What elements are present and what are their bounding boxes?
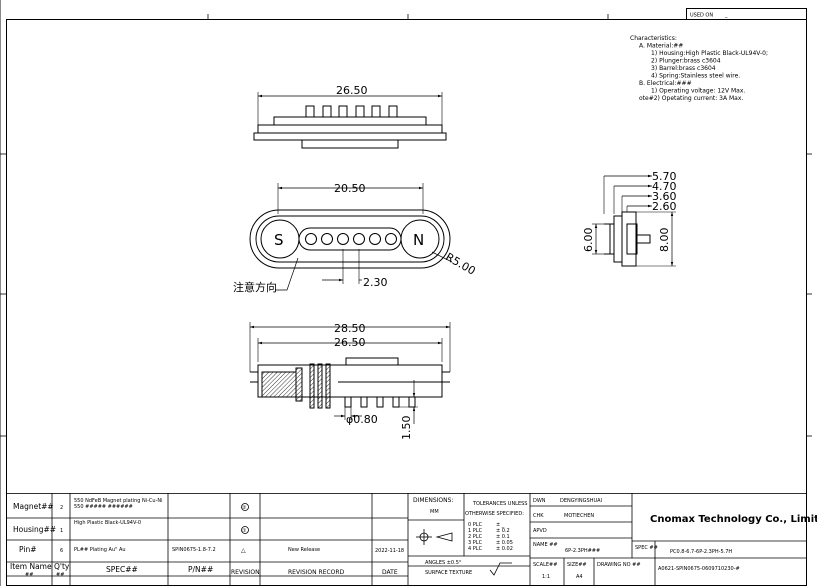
tolerances-title: TOLERANCES UNLESS xyxy=(472,501,527,507)
drawn-label: DWN xyxy=(533,498,546,504)
size-label: SIZE## xyxy=(567,562,587,568)
dimension-pin-height: 1.50 xyxy=(400,416,413,441)
header-pn: P/N## xyxy=(188,565,213,574)
dimension-side-w1: 5.70 xyxy=(652,170,677,183)
surface-texture-label: SURFACE TEXTURE xyxy=(425,570,472,576)
dimension-side-height-left: 6.00 xyxy=(582,228,595,253)
checked-value: MOTIECHEN xyxy=(564,513,594,519)
tolerance-val: ± 0.2 xyxy=(496,528,510,534)
header-qty: Q'ty xyxy=(54,562,70,571)
bom-spec: PL## Plating Au" Au xyxy=(74,547,126,553)
header-revision: REVISION xyxy=(231,569,260,576)
header-qty-sub: ## xyxy=(56,572,64,578)
tolerance-plc: 2 PLC xyxy=(468,534,483,540)
characteristics-line: 4) Spring:Stainless steel wire. xyxy=(651,73,740,80)
approved-label: APVD xyxy=(533,528,547,534)
drawing-no-value: A0621-SPIN0675-0609710230-# xyxy=(658,566,740,572)
tolerance-val: ± 0.02 xyxy=(496,546,513,552)
bom-qty: 1 xyxy=(60,528,63,534)
scale-label: SCALE## xyxy=(533,562,557,568)
characteristics-line: 3) Barrel:brass c3604 xyxy=(651,65,716,72)
characteristics-line: 1) Housing:High Plastic Black-UL94V-0; xyxy=(651,50,768,57)
characteristics-line: 2) Plunger:brass c3604 xyxy=(651,58,721,65)
tolerance-val: ± 0.05 xyxy=(496,540,513,546)
bom-spec: High Plastic Black-UL94V-0 xyxy=(74,520,141,526)
bom-item-name: Housing## xyxy=(13,525,56,534)
characteristics-line: B. Electrical:### xyxy=(639,80,692,87)
used-on-box: USED ON _ xyxy=(686,8,807,20)
dimension-bottom-inner: 26.50 xyxy=(334,336,366,349)
header-revision-record: REVISION RECORD xyxy=(288,569,345,576)
angles-label: ANGLES ±0.5° xyxy=(425,560,462,566)
size-value: A4 xyxy=(576,574,583,580)
tolerance-plc: 0 PLC xyxy=(468,522,483,528)
characteristics-line: ote#2) Opetating current: 3A Max. xyxy=(639,95,743,102)
tolerance-val: ± _ xyxy=(496,522,505,528)
drawing-no-label: DRAWING NO ## xyxy=(597,562,641,568)
orientation-note: 注意方向 xyxy=(233,280,277,294)
dimension-pin-diameter: φ0.80 xyxy=(346,413,378,426)
bom-part-number: SPIN0675-1.8-7.2 xyxy=(172,547,216,553)
scale-value: 1:1 xyxy=(542,574,550,580)
dimension-top-width: 26.50 xyxy=(336,84,368,97)
used-on-value: _ xyxy=(724,13,728,19)
header-item-name: Item Name xyxy=(10,562,52,571)
name-label: NAME ## xyxy=(533,542,558,548)
characteristics-notes: Characteristics: A. Material:## 1) Housi… xyxy=(630,35,768,102)
bom-item-name: Pin# xyxy=(19,545,36,554)
name-value: 6P-2.3PH### xyxy=(565,548,600,554)
bom-item-name: Magnet## xyxy=(13,502,54,511)
bom-revision: △ xyxy=(241,547,246,554)
dimension-side-w4: 2.60 xyxy=(652,200,677,213)
dimension-end-radius: R5.00 xyxy=(443,250,477,277)
dimension-side-w3: 3.60 xyxy=(652,190,677,203)
header-spec: SPEC## xyxy=(106,565,138,574)
bom-record: New Release xyxy=(288,547,320,553)
spec-label: SPEC ## xyxy=(635,545,658,551)
characteristics-heading: Characteristics: xyxy=(630,35,677,42)
bom-revision: ② xyxy=(242,505,247,511)
top-view xyxy=(253,92,447,149)
tolerances-sub: OTHERWISE SPECIFIED: xyxy=(465,511,524,517)
frame-ticks xyxy=(0,14,812,437)
bom-qty: 6 xyxy=(60,548,63,554)
front-view xyxy=(249,183,453,291)
tolerance-plc: 4 PLC xyxy=(468,546,483,552)
section-view xyxy=(249,322,451,424)
drawn-value: DENGYINGSHUAI xyxy=(560,498,602,504)
bom-qty: 2 xyxy=(60,505,63,511)
header-date: DATE xyxy=(382,569,398,576)
dimension-pin-pitch: 2.30 xyxy=(363,276,388,289)
spec-value: PC0.8-6.7-6P-2.3PH-5.7H xyxy=(670,549,732,555)
side-view xyxy=(592,174,676,267)
used-on-label: USED ON xyxy=(690,13,713,19)
dimension-front-width: 20.50 xyxy=(334,182,366,195)
bom-revision: ① xyxy=(242,528,247,534)
tolerance-val: ± 0.1 xyxy=(496,534,510,540)
company-name: Cnomax Technology Co., Limited xyxy=(650,514,817,525)
magnet-north-label: N xyxy=(413,231,424,249)
dimension-side-height-right: 8.00 xyxy=(658,228,671,253)
header-item-name-sub: ## xyxy=(25,572,33,578)
characteristics-line: A. Material:## xyxy=(639,43,683,50)
checked-label: CHK xyxy=(533,513,544,519)
dimension-bottom-outer: 28.50 xyxy=(334,322,366,335)
dimension-side-w2: 4.70 xyxy=(652,180,677,193)
dimensions-label: DIMENSIONS: xyxy=(413,497,453,504)
tolerance-block: DIMENSIONS: MM TOLERANCES UNLESS OTHERWI… xyxy=(413,497,527,576)
bom-spec: 550 ##### ###### xyxy=(74,504,133,510)
characteristics-line: 1) Operating voltage: 12V Max. xyxy=(651,88,745,95)
bom-spec: 550 NdFeB Magnet plating Ni-Cu-Ni xyxy=(74,498,163,504)
approval-block: DWN DENGYINGSHUAI CHK MOTIECHEN APVD NAM… xyxy=(533,498,817,580)
tolerance-plc: 1 PLC xyxy=(468,528,483,534)
bom-date: 2022-11-18 xyxy=(375,548,404,554)
magnet-south-label: S xyxy=(274,231,284,249)
tolerance-plc: 3 PLC xyxy=(468,540,483,546)
bom-table: Magnet## 2 550 NdFeB Magnet plating Ni-C… xyxy=(10,498,404,578)
dimensions-unit: MM xyxy=(430,509,439,515)
